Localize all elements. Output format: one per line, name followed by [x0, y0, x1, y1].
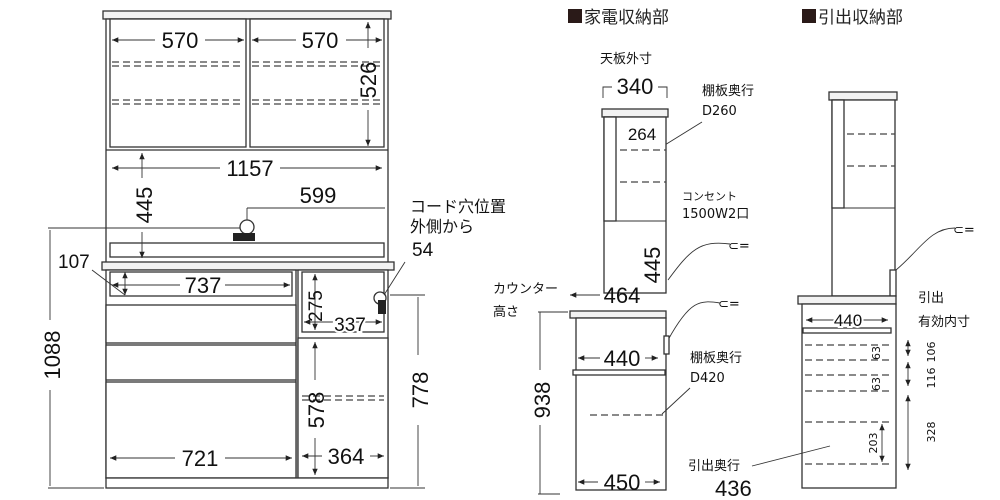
top-label: 天板外寸	[600, 52, 652, 67]
front-view: 570 570 526 1157 445 599 コード穴位置 外側から 54 …	[40, 10, 506, 489]
dim-base-depth: 450	[604, 470, 641, 495]
dim-middle-height: 445	[132, 187, 157, 224]
middle-shelf	[109, 242, 385, 258]
dim-middle-height-side: 445	[640, 247, 665, 284]
outlet-label: コンセント	[682, 190, 737, 203]
dim-right-height: 778	[408, 372, 433, 409]
shelf-depth: D260	[702, 104, 737, 119]
title-square-icon	[802, 9, 816, 23]
plinth	[105, 477, 389, 489]
side-counter	[569, 310, 667, 319]
dim-drawer1-outer: 106	[925, 342, 938, 363]
side-door	[831, 99, 845, 209]
side-door	[603, 116, 617, 222]
dim-right-cabinet-width: 364	[328, 444, 365, 469]
dim-right-niche-height: 275	[306, 290, 327, 322]
dim-upper-inner-depth: 264	[628, 125, 656, 144]
counter-label-line2: 高さ	[493, 304, 519, 320]
dim-top-width: 340	[617, 74, 654, 99]
open-niche	[109, 271, 293, 297]
dim-drawer3-inner: 203	[867, 433, 880, 454]
dim-drawer1-inner: 63	[870, 346, 883, 360]
cord-note-value: 54	[412, 240, 434, 261]
dim-drawer2-inner: 63	[870, 377, 883, 391]
effective-label-line1: 引出	[918, 291, 944, 306]
drawer-section: 引出収納部 ⊂= 440 63 63 203 引出 有効内寸 106 116 3…	[688, 8, 975, 500]
title-square-icon	[568, 9, 582, 23]
counter-top	[101, 261, 395, 271]
drawer-depth-label: 引出奥行	[688, 459, 740, 474]
appliance-section-title: 家電収納部	[584, 8, 669, 28]
dim-upper-height: 526	[356, 62, 381, 99]
lower-shelf-label: 棚板奥行	[690, 351, 742, 366]
outlet-spec: 1500W2口	[682, 207, 749, 222]
right-cabinet	[297, 337, 389, 479]
dim-counter-height: 938	[530, 382, 555, 419]
cord-hole-icon	[239, 219, 255, 235]
dim-lower-inner-depth: 440	[604, 346, 641, 371]
dim-drawer3-outer: 328	[925, 422, 938, 443]
dim-cord-hole-position: 599	[300, 183, 337, 208]
crown-top	[102, 10, 392, 20]
dim-inner-width: 1157	[226, 156, 273, 181]
dim-right-cabinet-height: 578	[304, 392, 329, 429]
counter-label-line1: カウンター	[493, 282, 558, 297]
lower-shelf-depth: D420	[690, 371, 725, 386]
drawer-handle	[802, 327, 892, 334]
side-counter	[797, 295, 897, 305]
dim-niche-offset: 107	[58, 252, 90, 273]
plug-icon: ⊂=	[718, 297, 740, 312]
plug-icon: ⊂=	[728, 239, 750, 254]
dim-niche-width: 737	[185, 273, 222, 298]
shelf-label: 棚板奥行	[702, 84, 754, 99]
side-top	[828, 91, 898, 101]
dim-upper-right-width: 570	[302, 28, 339, 53]
outlet-icon	[663, 335, 670, 355]
outlet-icon	[889, 269, 897, 297]
dim-drawer-inner-depth: 440	[834, 311, 862, 330]
power-cord	[667, 301, 721, 341]
outlet-icon	[378, 300, 386, 314]
effective-label-line2: 有効内寸	[918, 314, 970, 330]
side-top	[601, 108, 669, 118]
power-cord	[895, 227, 956, 271]
dim-counter-depth: 464	[604, 283, 641, 308]
dim-right-niche-width: 337	[334, 315, 366, 336]
drawer-3	[105, 381, 297, 479]
side-handle	[572, 369, 666, 376]
drawer-section-title: 引出収納部	[818, 8, 903, 28]
drawer-depth-value: 436	[715, 476, 752, 500]
side-lower	[575, 317, 667, 491]
power-cord	[667, 242, 731, 281]
dim-upper-left-width: 570	[162, 28, 199, 53]
appliance-section: 家電収納部 天板外寸 340 棚板奥行 D260 264 コンセント 1500W…	[493, 8, 754, 495]
dim-total-height: 1088	[40, 331, 65, 380]
drawer-2	[105, 344, 297, 381]
cord-note-line2: 外側から	[410, 217, 474, 236]
dim-drawer2-outer: 116	[925, 368, 938, 389]
drawer-1	[105, 304, 297, 344]
cord-note-line1: コード穴位置	[410, 197, 506, 216]
outlet-icon	[233, 233, 255, 241]
dim-drawer-width: 721	[182, 446, 219, 471]
plug-icon: ⊂=	[953, 223, 975, 238]
